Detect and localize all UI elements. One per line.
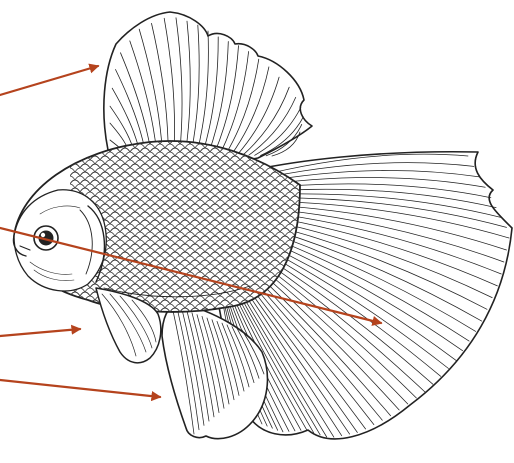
arrow-dorsal-fin xyxy=(0,66,98,95)
dorsal-fin xyxy=(104,12,312,161)
arrow-pectoral-fin xyxy=(0,329,80,336)
arrow-anal-fin xyxy=(0,380,160,397)
fish-body xyxy=(14,140,311,315)
